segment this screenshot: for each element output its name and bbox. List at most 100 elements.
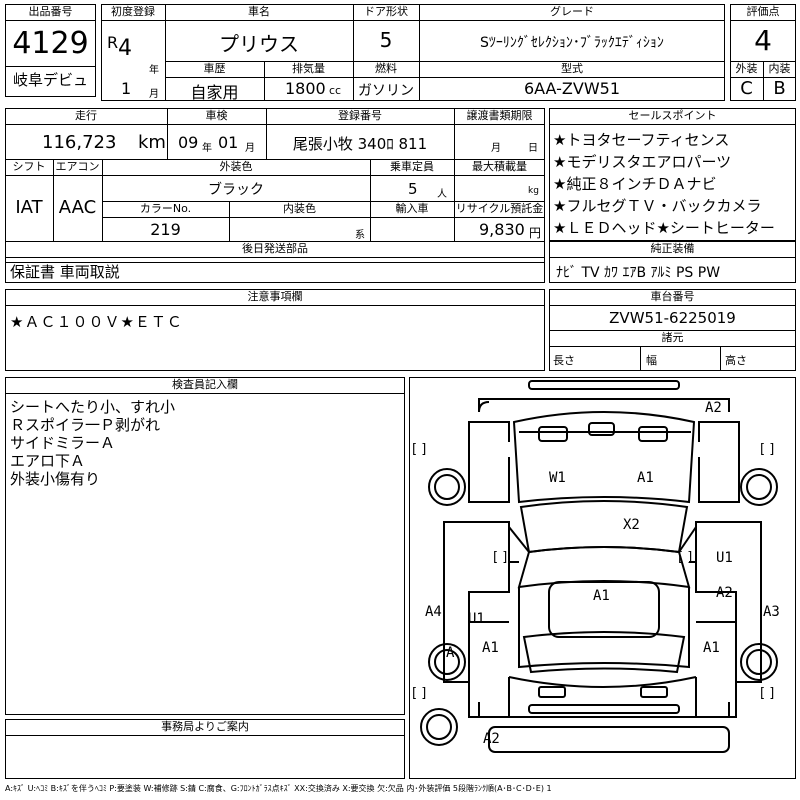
damage-mark-a3: A3 (763, 604, 780, 620)
sales-points-box (549, 108, 796, 241)
inspection-month: 01 (218, 133, 239, 152)
car-outline-diagram (420, 380, 778, 753)
damage-mark-u1-left: U1 (468, 611, 485, 627)
transfer-month-unit: 月 (491, 143, 501, 154)
first-reg-era: R (107, 33, 119, 52)
bracket-front-left: [ ] (412, 442, 427, 457)
car-name: プリウス (219, 32, 299, 56)
inspector-label: 検査員記入欄 (172, 378, 238, 391)
later-parts-value: 保証書 車両取説 (10, 263, 120, 281)
bracket-front-right: [ ] (760, 442, 775, 457)
bracket-mid-right: [ ] (678, 550, 693, 565)
capacity-value: 5 (408, 180, 418, 198)
detail-box (5, 108, 545, 263)
mileage-value: 116,723 (42, 132, 117, 153)
later-parts-box (5, 241, 545, 283)
damage-mark-w1: W1 (549, 470, 566, 486)
specs-label: 諸元 (661, 331, 684, 344)
mileage-unit: km (138, 132, 166, 153)
displacement-label: 排気量 (292, 62, 325, 75)
exterior-color-label: 外装色 (219, 160, 253, 173)
notes-value: ★ＡＣ１００Ｖ★ＥＴＣ (10, 313, 183, 331)
model-label: 型式 (561, 62, 583, 75)
office-label: 事務局よりご案内 (161, 720, 249, 733)
grade-label: グレード (550, 5, 594, 18)
inspector-box (5, 377, 405, 715)
rating-label: 評価点 (746, 5, 780, 18)
equipment-box (549, 241, 796, 283)
history-value: 自家用 (190, 83, 239, 102)
max-load-unit: kg (528, 186, 539, 196)
lot-label: 出品番号 (28, 5, 73, 18)
doors-value: 5 (379, 28, 393, 52)
chassis-label: 車台番号 (650, 290, 695, 303)
first-reg-month-unit: 月 (149, 89, 159, 100)
inspection-label: 車検 (205, 109, 228, 122)
sales-point-5: ★ＬＥＤヘッド★シートヒーター (553, 219, 775, 237)
int-rating-label: 内装 (768, 62, 791, 75)
spec-height-label: 高さ (725, 354, 747, 367)
damage-mark-a4: A4 (425, 604, 442, 620)
exterior-color-value: ブラック (208, 182, 264, 198)
inspector-line-2: Ｒスポイラ一Ｐ剥がれ (10, 416, 161, 434)
history-label: 車歴 (203, 62, 226, 75)
first-reg-year-unit: 年 (149, 65, 159, 76)
displacement-unit: cc (329, 84, 342, 97)
capacity-label: 乗車定員 (390, 160, 434, 173)
damage-mark-a1-right: A1 (703, 640, 720, 656)
interior-color-unit: 系 (355, 230, 365, 241)
damage-mark-a-wheel: A (446, 645, 455, 661)
bracket-rear-right: [ ] (760, 686, 775, 701)
ext-rating-label: 外装 (735, 62, 758, 75)
model-value: 6AA-ZVW51 (523, 79, 621, 98)
lot-number: 4129 (12, 26, 89, 61)
first-reg-label: 初度登録 (111, 5, 155, 18)
aircon-value: AAC (58, 197, 97, 218)
chassis-value: ZVW51-6225019 (609, 309, 736, 327)
shift-value: IAT (15, 197, 43, 218)
later-parts-label: 後日発送部品 (242, 242, 308, 255)
equipment-label: 純正装備 (650, 242, 695, 255)
lot-box (5, 4, 96, 97)
bracket-mid-left: [ ] (493, 550, 508, 565)
office-box (5, 719, 405, 779)
capacity-unit: 人 (437, 189, 447, 200)
inspector-line-5: 外装小傷有り (10, 470, 101, 488)
transfer-label: 譲渡書類期限 (466, 109, 533, 122)
sales-point-4: ★フルセグＴＶ・バックカメラ (553, 197, 762, 215)
spec-width-label: 幅 (646, 354, 657, 367)
fuel-label: 燃料 (375, 62, 397, 75)
bracket-rear-left: [ ] (412, 686, 427, 701)
venue-name: 岐阜デビュ (12, 71, 88, 89)
plate-value: 尾張小牧 340ﾛ 811 (292, 135, 428, 153)
damage-mark-a1-hood: A1 (637, 470, 654, 486)
first-reg-month: 1 (121, 79, 132, 98)
damage-mark-a1-left: A1 (482, 640, 499, 656)
sales-point-3: ★純正８インチＤＡナビ (553, 175, 717, 193)
int-rating-value: B (773, 78, 786, 99)
displacement-value: 1800 (285, 79, 326, 98)
import-label: 輸入車 (395, 202, 429, 215)
plate-label: 登録番号 (338, 109, 382, 122)
mileage-label: 走行 (75, 109, 97, 122)
grade-value: Sﾂｰﾘﾝｸﾞｾﾚｸｼｮﾝ･ﾌﾞﾗｯｸｴﾃﾞｨｼｮﾝ (480, 35, 664, 51)
interior-color-label: 内装色 (283, 202, 316, 215)
rating-value: 4 (754, 24, 772, 57)
doors-label: ドア形状 (364, 5, 408, 18)
color-no-label: カラーNo. (139, 202, 192, 215)
inspection-year: 09 (178, 133, 199, 152)
shift-label: シフト (12, 160, 46, 173)
max-load-label: 最大積載量 (472, 160, 527, 173)
legend-text: A:ｷｽﾞ U:ﾍｺﾐ B:ｷｽﾞを伴うﾍｺﾐ P:要塗装 W:補修跡 S:錆 … (5, 784, 552, 793)
inspector-line-1: シートへたり小、すれ小 (10, 398, 176, 416)
color-no-value: 219 (150, 220, 181, 239)
car-name-label: 車名 (248, 5, 270, 18)
equipment-value: ﾅﾋﾞ TV ｶﾜ ｴｱB ｱﾙﾐ PS PW (556, 265, 721, 281)
inspection-year-unit: 年 (202, 143, 212, 154)
spec-length-label: 長さ (553, 354, 575, 367)
inspection-month-unit: 月 (245, 143, 255, 154)
sales-point-2: ★モデリスタエアロパーツ (553, 153, 732, 171)
aircon-label: エアコン (55, 160, 100, 173)
sales-points-label: セールスポイント (628, 109, 717, 122)
recycle-label: リサイクル預託金 (455, 202, 544, 215)
